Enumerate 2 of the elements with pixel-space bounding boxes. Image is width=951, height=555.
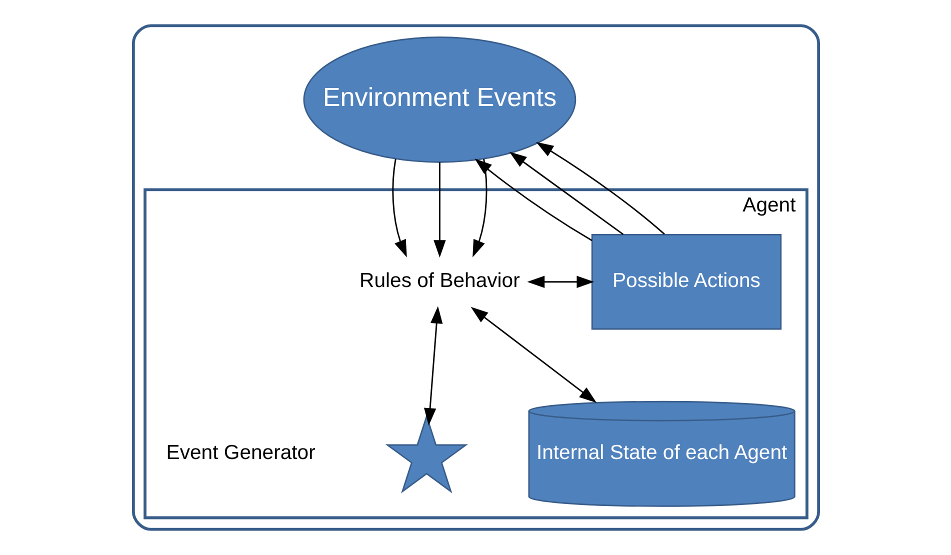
- node-label: Event Generator: [166, 442, 315, 464]
- node-text: Rules of Behavior: [359, 270, 520, 292]
